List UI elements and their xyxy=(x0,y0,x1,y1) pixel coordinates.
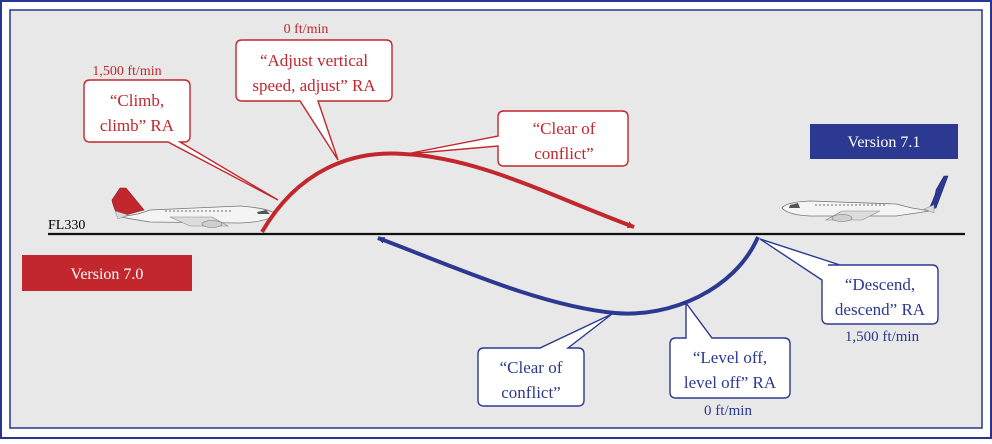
blue-clear-line1: “Clear of xyxy=(500,358,563,377)
version-70-label: Version 7.0 xyxy=(71,266,144,283)
red-tail-airplane-icon xyxy=(111,187,277,228)
blue-clear-callout xyxy=(477,313,613,407)
blue-descend-rate: 1,500 ft/min xyxy=(845,329,920,345)
red-clear-callout xyxy=(405,110,629,167)
red-adjust-line1: “Adjust vertical xyxy=(260,51,368,70)
red-climb-rate: 1,500 ft/min xyxy=(92,64,161,79)
blue-descend-callout xyxy=(759,238,939,325)
blue-level-rate: 0 ft/min xyxy=(704,403,752,419)
version-71-badge: Version 7.1 xyxy=(810,124,958,159)
red-adjust-line2: speed, adjust” RA xyxy=(252,76,376,95)
red-adjust-rate: 0 ft/min xyxy=(284,22,329,37)
red-climb-callout xyxy=(83,79,279,201)
blue-descend-line2: descend” RA xyxy=(835,300,926,319)
blue-clear-line2: conflict” xyxy=(501,383,560,402)
red-trajectory-arrow xyxy=(260,151,635,234)
blue-level-line1: “Level off, xyxy=(693,348,767,367)
red-clear-line1: “Clear of xyxy=(533,119,596,138)
red-clear-line2: conflict” xyxy=(534,144,593,163)
version-71-label: Version 7.1 xyxy=(848,134,921,151)
red-climb-line1: “Climb, xyxy=(110,91,164,110)
version-70-badge: Version 7.0 xyxy=(22,255,192,291)
blue-descend-line1: “Descend, xyxy=(845,275,915,294)
red-climb-line2: climb” RA xyxy=(100,116,175,135)
blue-level-line2: level off” RA xyxy=(684,373,777,392)
blue-tail-airplane-icon xyxy=(781,175,949,222)
blue-trajectory-arrow xyxy=(377,236,760,316)
red-adjust-callout xyxy=(235,39,393,161)
blue-level-callout xyxy=(669,300,791,399)
flight-level-label: FL330 xyxy=(48,218,85,233)
